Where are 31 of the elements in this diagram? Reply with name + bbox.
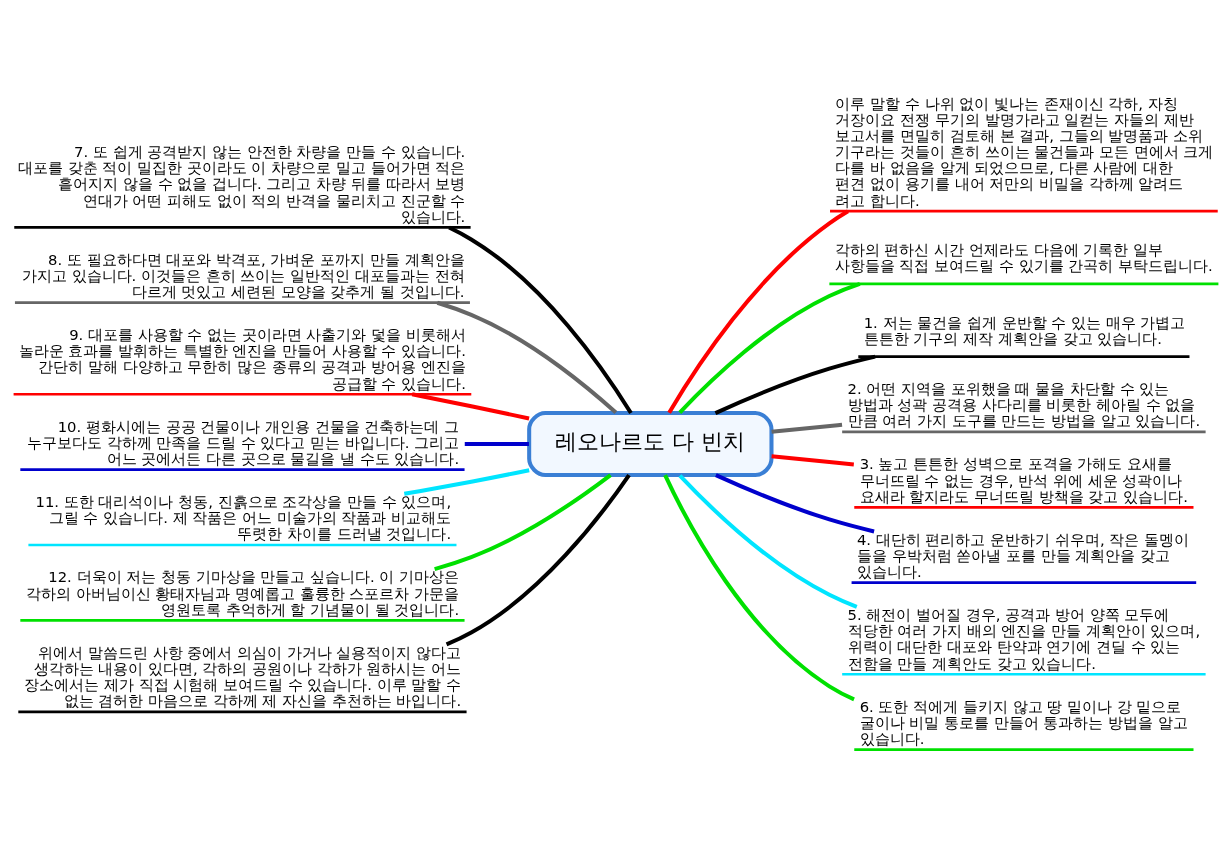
- node-text: 이루 말할 수 나위 없이 빛나는 존재이신 각하, 자칭 거장이요 전쟁 무기의 발명가라고 일컫는 자들의 제반 보고서를 면밀히 검토해 본 결과, 그들의 발명품과 소위 기구라는 것들이 흔히 쓰이는 물건들과 모든 면에서 크게 다를 바 없음을 알게 되었으므로, 다른 사람에 대한 편견 없이 용기를 내어 저만의 비밀을 각하께 알려드 려고 합니다.: [835, 94, 1214, 209]
- node-text: 1. 저는 물건을 쉽게 운반할 수 있는 매우 가볍고 튼튼한 기구의 제작 계획안을 갖고 있습니다.: [863, 314, 1186, 348]
- node-text: 10. 평화시에는 공공 건물이나 개인용 건물을 건축하는데 그 누구보다도 각하께 만족을 드릴 수 있다고 믿는 바입니다. 그리고 어느 곳에서든 다른 곳으로 물길을 낼 수도 있습니다.: [26, 417, 460, 467]
- node-text: 11. 또한 대리석이나 청동, 진흙으로 조각상을 만들 수 있으며, 그릴 수 있습니다. 제 작품은 어느 미술가의 작품과 비교해도 뚜렷한 차이를 드러낼 것입니다.: [35, 493, 452, 543]
- node-text: 7. 또 쉽게 공격받지 않는 안전한 차량을 만들 수 있습니다. 대포를 갖춘 적이 밀집한 곳이라도 이 차량으로 밀고 들어가면 적은 흩어지지 않을 수 없을 겁니다. 그리고 차량 뒤를 따라서 보병 연대가 어떤 피해도 없이 적의 반격을 물리치고 진군할 수 있습니다.: [17, 143, 466, 225]
- node-text: 각하의 편하신 시간 언제라도 다음에 기록한 일부 사항들을 직접 보여드릴 수 있기를 간곡히 부탁드립니다.: [834, 241, 1213, 275]
- node-text: 5. 해전이 벌어질 경우, 공격과 방어 양쪽 모두에 적당한 여러 가지 배의 엔진을 만들 계획안이 있으며, 위력이 대단한 대포와 탄약과 연기에 견딜 수 있는 전함을 만들 계획안도 갖고 있습니다.: [847, 606, 1201, 672]
- connector: [771, 454, 854, 467]
- connector: [464, 442, 529, 447]
- node-text: 12. 더욱이 저는 청동 기마상을 만들고 싶습니다. 이 기마상은 각하의 아버님이신 황태자님과 명예롭고 훌륭한 스포르차 가문을 영원토록 추억하게 할 기념물이 될 것입니다.: [25, 568, 460, 618]
- connector: [445, 473, 631, 647]
- node-text: 2. 어떤 지역을 포위했을 때 물을 차단할 수 있는 방법과 성곽 공격용 사다리를 비롯한 헤아릴 수 없을 만큼 여러 가지 도구를 만드는 방법을 알고 있습니다.: [847, 379, 1201, 430]
- node-text: 9. 대포를 사용할 수 없는 곳이라면 사출기와 덫을 비롯해서 놀라운 효과를 발휘하는 특별한 엔진을 만들어 사용할 수 있습니다. 간단히 말해 다양하고 무한히 많은 종류의 공격과 방어용 엔진을 공급할 수 있습니다.: [18, 326, 466, 392]
- node-text: 4. 대단히 편리하고 운반하기 쉬우며, 작은 돌멩이 들을 우박처럼 쏟아낼 포를 만들 계획안을 갖고 있습니다.: [856, 530, 1190, 581]
- node-text: 3. 높고 튼튼한 성벽으로 포격을 가해도 요새를 무너뜨릴 수 없는 경우, 반석 위에 세운 성곽이나 요새라 할지라도 무너뜨릴 방책을 갖고 있습니다.: [859, 455, 1188, 505]
- node-text: 6. 또한 적에게 들키지 않고 땅 밑이나 강 밑으로 굴이나 비밀 통로를 만들어 통과하는 방법을 알고 있습니다.: [859, 697, 1188, 747]
- connector: [667, 209, 849, 414]
- connector: [434, 473, 612, 572]
- node-box: 레오나르도 다 빈치: [527, 411, 774, 477]
- connector: [715, 473, 875, 534]
- connector: [403, 468, 530, 496]
- connector: [663, 474, 855, 702]
- connector: [448, 225, 633, 415]
- connector: [714, 354, 876, 415]
- connector: [771, 422, 843, 434]
- connector: [678, 281, 861, 414]
- connector: [411, 392, 530, 421]
- node-text: 위에서 말씀드린 사항 중에서 의심이 가거나 실용적이지 않다고 생각하는 내용이 있다면, 각하의 공원이나 각하가 원하시는 어느 장소에서는 제가 직접 시험해 보여드릴 수 있습니다. 이루 말할 수 없는 겸허한 마음으로 각하께 제 자신을 추천하는 바입니다.: [24, 643, 462, 710]
- connector: [678, 474, 858, 609]
- connector: [436, 300, 618, 415]
- node-text: 8. 또 필요하다면 대포와 박격포, 가벼운 포까지 만들 계획안을 가지고 있습니다. 이것들은 흔히 쓰이는 일반적인 대포들과는 전혀 다르게 멋있고 세련된 모양을 갖추게 될 것입니다.: [21, 250, 465, 301]
